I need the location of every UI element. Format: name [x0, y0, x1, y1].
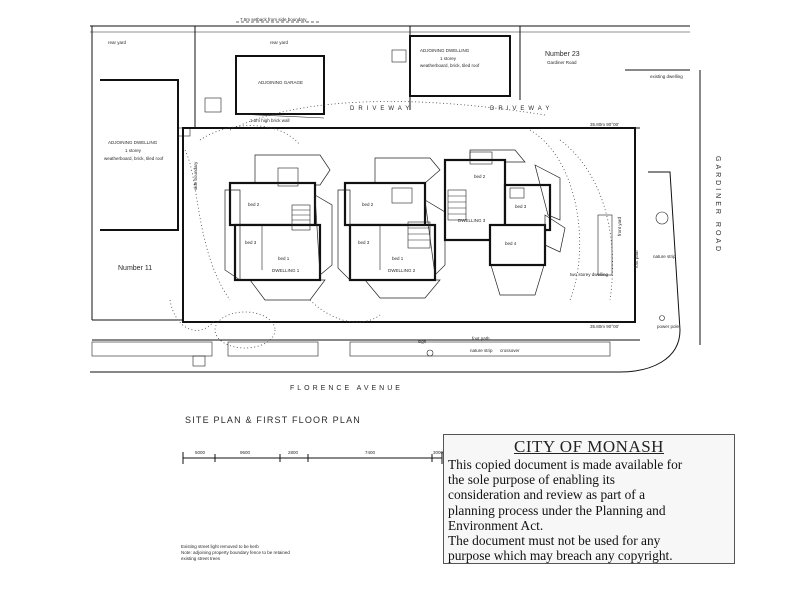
site-plan-title: SITE PLAN & FIRST FLOOR PLAN: [185, 415, 361, 425]
dwelling-2-bed-2: bed 2: [362, 202, 374, 207]
footpath-right-label: foot path: [634, 250, 639, 268]
dwelling-1-bed-3: bed 3: [245, 240, 257, 245]
dwelling-3-bed-4: bed 4: [505, 241, 517, 246]
driveway-label-2: DRIVEWAY: [490, 106, 553, 112]
stamp-line: The document must not be used for any: [448, 533, 661, 549]
scale-label-5: 3000: [433, 450, 444, 455]
dwelling-2-bed-1: bed 1: [392, 256, 404, 261]
adjoining-dwelling-top-sub: 1 storey: [440, 56, 457, 61]
adjoining-dwelling-top-sub2: weatherboard, brick, tiled roof: [420, 63, 480, 68]
stamp-title: CITY OF MONASH: [514, 437, 664, 456]
stamp-line: This copied document is made available f…: [448, 457, 683, 472]
existing-dwelling-left-sub: 1 storey: [125, 148, 142, 153]
existing-dwelling-left-label: ADJOINING DWELLING: [108, 140, 158, 145]
gardiner-road-label: GARDINER ROAD: [714, 156, 721, 254]
driveway-label-1: DRIVEWAY: [350, 106, 413, 112]
dwelling-2-bed-3: bed 3: [358, 240, 370, 245]
two-storey-note: two storey dwelling: [570, 272, 609, 277]
stamp-line: planning process under the Planning and: [448, 502, 666, 518]
top-note: 7.5m setback from side boundary: [240, 17, 307, 22]
scale-label-1: 5000: [195, 450, 206, 455]
adjoining-garage-label: ADJOINING GARAGE: [258, 80, 303, 85]
front-yard-right-label: front yard: [617, 216, 622, 236]
dwelling-2-label: DWELLING 2: [388, 268, 416, 273]
city-of-monash-stamp: CITY OF MONASH This copied document is m…: [443, 434, 735, 564]
footpath-bottom-label: foot path: [472, 336, 490, 341]
stamp-line: consideration and review as part of a: [448, 487, 646, 503]
scale-label-3: 2800: [288, 450, 299, 455]
sign-label: sign: [418, 339, 427, 344]
dwelling-1-bed-1: bed 1: [278, 256, 290, 261]
rear-yard-mid-label: rear yard: [270, 40, 289, 45]
nature-strip-bottom-label: nature strip: [470, 348, 493, 353]
florence-avenue-label: FLORENCE AVENUE: [290, 385, 403, 392]
number-11-label: Number 11: [118, 265, 152, 272]
crossover-label: crossover: [500, 348, 520, 353]
existing-dwelling-left-sub2: weatherboard, brick, tiled roof: [104, 156, 164, 161]
scale-label-4: 7400: [365, 450, 376, 455]
dwelling-3-bed-3: bed 3: [515, 204, 527, 209]
power-pole-label: power pole: [657, 324, 680, 329]
stamp-line: purpose which may breach any copyright.: [448, 548, 673, 564]
stamp-line: Environment Act.: [448, 517, 544, 533]
existing-dwelling-right: existing dwelling: [650, 74, 683, 79]
scale-label-2: 9600: [240, 450, 251, 455]
rear-yard-left-label: rear yard: [108, 40, 127, 45]
boundary-dim-top: 35.80m 90°00': [590, 122, 619, 127]
legend-line-3: existing street trees: [181, 556, 221, 561]
garage-wall-note: 1.5m high brick wall: [250, 118, 290, 123]
nature-strip-right: nature strip: [653, 254, 676, 259]
stamp-body: This copied document is made available f…: [448, 457, 732, 563]
dwelling-1-label: DWELLING 1: [272, 268, 300, 273]
stamp-line: the sole purpose of enabling its: [448, 472, 615, 488]
dwelling-3-label: DWELLING 3: [458, 218, 486, 223]
boundary-dim-bottom: 35.80m 90°00': [590, 324, 619, 329]
adjoining-dwelling-top-label: ADJOINING DWELLING: [420, 48, 470, 53]
legend-line-1: Existing street light removed to be kerb: [181, 544, 259, 549]
legend-line-2: Note: adjoining property boundary fence …: [181, 550, 290, 555]
side-boundary-left: side boundary: [193, 161, 198, 190]
dwelling-1-bed-2: bed 2: [248, 202, 260, 207]
number-23-label: Number 23: [545, 51, 580, 58]
scale-bar: 5000 9600 2800 7400 3000: [182, 450, 444, 464]
dwelling-3-bed-2: bed 2: [474, 174, 486, 179]
number-23-sub: Gardiner Road: [547, 60, 577, 65]
